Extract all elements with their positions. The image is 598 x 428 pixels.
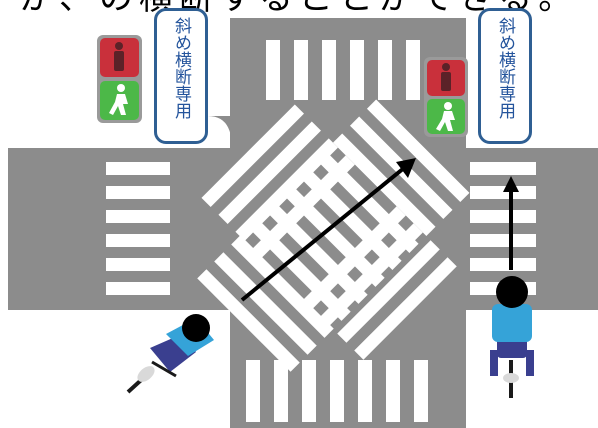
cyclist-straight-icon [490, 276, 534, 398]
pedestrian-signal-right-icon [424, 57, 468, 137]
crosswalk-left [106, 162, 170, 295]
sign-left-text: 斜め横断専用 [171, 17, 191, 119]
diagonal-crossing-sign-left: 斜め横断専用 [154, 8, 208, 144]
straight-arrow-icon [503, 176, 519, 270]
cyclist-diagonal-icon [126, 314, 214, 394]
pedestrian-signal-left-icon [97, 35, 142, 123]
crosswalk-top [266, 40, 420, 100]
diagonal-crossing-sign-right: 斜め横断専用 [478, 8, 532, 144]
sign-right-text: 斜め横断専用 [495, 17, 515, 119]
crosswalk-diagonal-b [197, 99, 470, 372]
diagonal-arrow-icon [240, 158, 416, 302]
crosswalk-bottom [246, 360, 428, 422]
